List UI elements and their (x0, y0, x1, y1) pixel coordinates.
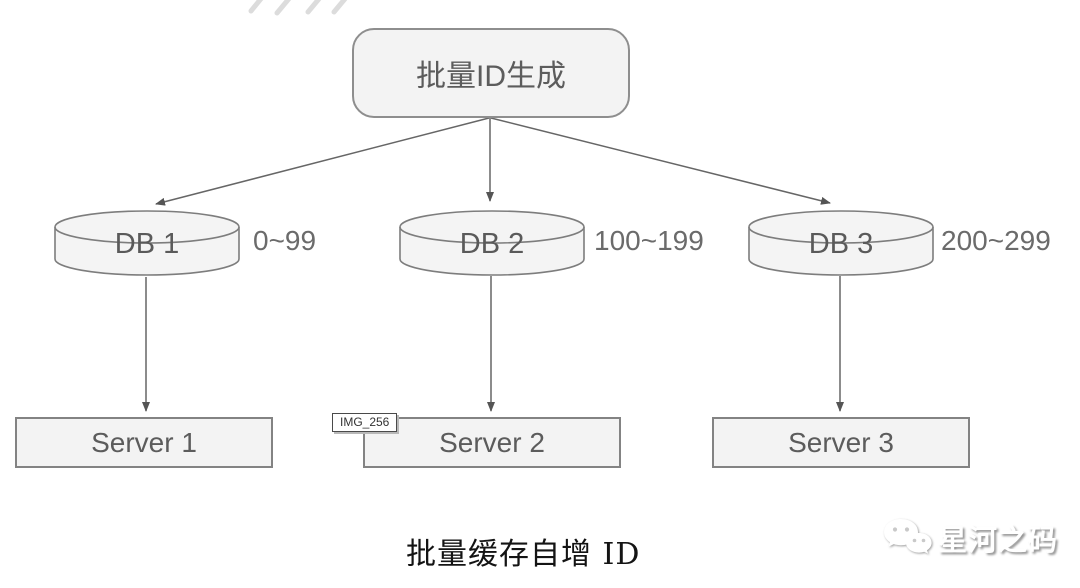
server3-node: Server 3 (712, 417, 970, 468)
db-to-server-arrows (142, 276, 844, 412)
db3-label: DB 3 (808, 228, 874, 260)
wechat-icon (884, 519, 932, 554)
root-node-label: 批量ID生成 (416, 60, 566, 93)
watermark: 星河之码 (881, 517, 1058, 559)
db2-label: DB 2 (459, 228, 525, 260)
root-to-db-arrows (155, 117, 831, 206)
db1-cylinder (54, 210, 240, 276)
db2-cylinder (399, 210, 585, 276)
server2-label: Server 2 (439, 426, 545, 458)
arrow-root-to-db1 (155, 117, 490, 206)
server2-node: Server 2 (363, 417, 621, 468)
figure-caption: 批量缓存自增 ID (406, 537, 641, 572)
image-placeholder-tag: IMG_256 (332, 413, 398, 432)
watermark-text: 星河之码 (938, 525, 1059, 557)
db1-label: DB 1 (114, 228, 180, 260)
server1-node: Server 1 (15, 417, 273, 468)
db1-range-label: 0~99 (253, 225, 317, 256)
server3-label: Server 3 (788, 426, 894, 458)
server1-label: Server 1 (91, 426, 197, 458)
top-slash-marks (248, 0, 348, 16)
arrow-root-to-db3 (490, 117, 831, 205)
db2-range-label: 100~199 (594, 225, 704, 256)
root-node-batch-id-generator: 批量ID生成 (352, 28, 630, 118)
db3-range-label: 200~299 (941, 225, 1051, 256)
db3-cylinder (748, 210, 934, 276)
